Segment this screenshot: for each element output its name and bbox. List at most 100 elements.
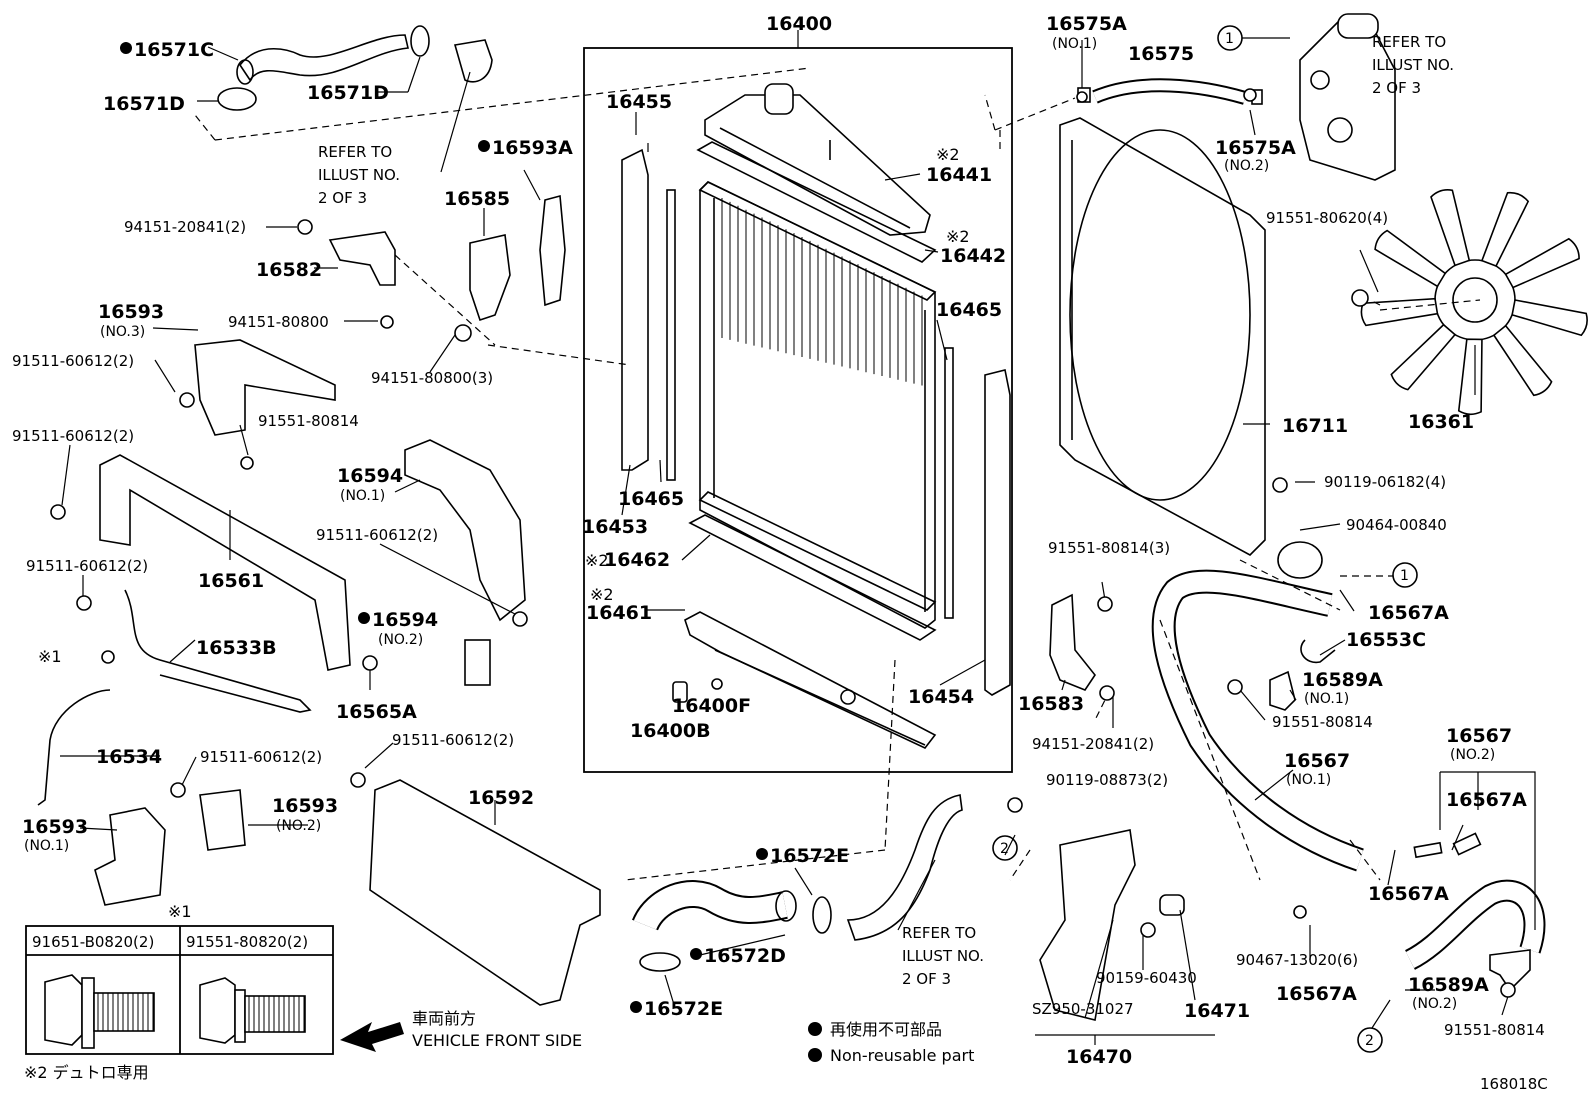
callout-16553C: 16553C — [1346, 629, 1426, 651]
callout-16400: 16400 — [766, 13, 832, 35]
svg-text:REFER TO: REFER TO — [902, 924, 976, 942]
svg-text:※2: ※2 — [946, 227, 970, 246]
circle-mark-2-left: 2 — [992, 835, 1018, 861]
svg-text:91511-60612(2): 91511-60612(2) — [200, 748, 322, 766]
svg-text:(NO.3): (NO.3) — [100, 324, 145, 340]
callout-16471: 16471 — [1184, 1000, 1250, 1022]
svg-text:94151-80800(3): 94151-80800(3) — [371, 369, 493, 387]
block-16594-no2-drawing — [464, 639, 491, 686]
svg-text:(NO.1): (NO.1) — [340, 488, 385, 504]
water-inlet-drawing — [1299, 13, 1396, 181]
svg-text:ILLUST NO.: ILLUST NO. — [1372, 56, 1454, 74]
non-reusable-dot-icon — [808, 1022, 822, 1036]
svg-text:94151-20841(2): 94151-20841(2) — [1032, 735, 1154, 753]
core-fins-hatch — [721, 198, 923, 386]
svg-text:90119-06182(4): 90119-06182(4) — [1324, 473, 1446, 491]
svg-text:91551-80620(4): 91551-80620(4) — [1266, 209, 1388, 227]
vehicle-front-indicator: 車両前方 VEHICLE FRONT SIDE — [340, 1009, 582, 1052]
callout-16575A-no2: 16575A — [1215, 137, 1296, 159]
callout-16361: 16361 — [1408, 411, 1474, 433]
callout-16533B: 16533B — [196, 637, 277, 659]
gasket-upper-drawing — [696, 141, 937, 263]
callout-16593-no1: 16593 — [22, 816, 88, 838]
svg-text:(NO.1): (NO.1) — [1286, 772, 1331, 788]
svg-text:(NO.2): (NO.2) — [378, 632, 423, 648]
svg-text:91511-60612(2): 91511-60612(2) — [12, 352, 134, 370]
side-bracket-left-drawing — [621, 148, 649, 471]
callout-16470: 16470 — [1066, 1046, 1132, 1068]
water-outlet-drawing — [453, 39, 493, 83]
callout-16575A-no1: 16575A — [1046, 13, 1127, 35]
bracket-16593-no3-drawing — [194, 339, 336, 436]
circle-mark-2-bottom: 2 — [1357, 999, 1391, 1053]
side-seal-right-drawing — [944, 347, 954, 619]
svg-text:91551-80820(2): 91551-80820(2) — [186, 933, 308, 951]
svg-text:2: 2 — [1000, 841, 1009, 857]
svg-text:※1: ※1 — [38, 647, 62, 666]
callout-16592: 16592 — [468, 787, 534, 809]
legend-box-kome1: ※1 91651-B0820(2) 91551-80820(2) — [25, 902, 334, 1055]
callout-16465-right: 16465 — [936, 299, 1002, 321]
clamp-16571D-left — [217, 87, 257, 111]
lower-outlet-pipe-drawing — [846, 794, 963, 941]
svg-text:(NO.2): (NO.2) — [1450, 747, 1495, 763]
bracket-16533B-drawing — [124, 589, 312, 713]
bracket-16585-drawing — [469, 234, 511, 322]
svg-text:Non-reusable part: Non-reusable part — [830, 1046, 974, 1065]
callout-16593A: 16593A — [492, 137, 573, 159]
footnote-kome2: ※2 デュトロ専用 — [24, 1063, 149, 1082]
bracket-16589A-no1-drawing — [1269, 670, 1296, 711]
svg-text:2 OF 3: 2 OF 3 — [1372, 79, 1421, 97]
svg-text:91551-80814(3): 91551-80814(3) — [1048, 539, 1170, 557]
reference-lines — [194, 67, 1481, 881]
refer-note-left: REFER TO ILLUST NO. 2 OF 3 — [318, 143, 400, 207]
callout-16583: 16583 — [1018, 693, 1084, 715]
svg-text:90159-60430: 90159-60430 — [1096, 969, 1197, 987]
leader-lines — [60, 40, 1536, 1045]
svg-text:2 OF 3: 2 OF 3 — [902, 970, 951, 988]
svg-text:91511-60612(2): 91511-60612(2) — [316, 526, 438, 544]
callout-16567-no2: 16567 — [1446, 725, 1512, 747]
callout-16571D-left: 16571D — [103, 93, 185, 115]
stay-16534-drawing — [37, 689, 111, 806]
callout-16534: 16534 — [96, 746, 162, 768]
svg-text:94151-80800: 94151-80800 — [228, 313, 329, 331]
svg-text:※2: ※2 — [585, 551, 609, 570]
callout-16593-no3: 16593 — [98, 301, 164, 323]
callout-16572E-lower: 16572E — [644, 998, 723, 1020]
svg-text:91511-60612(2): 91511-60612(2) — [392, 731, 514, 749]
callout-16572D: 16572D — [704, 945, 786, 967]
svg-text:90119-08873(2): 90119-08873(2) — [1046, 771, 1168, 789]
upper-hose-16571C-drawing — [239, 34, 409, 82]
callout-16465-left: 16465 — [618, 488, 684, 510]
callout-16575: 16575 — [1128, 43, 1194, 65]
callout-16461: 16461 — [586, 602, 652, 624]
svg-text:1: 1 — [1400, 568, 1409, 584]
bracket-16582-drawing — [328, 231, 396, 286]
svg-text:1: 1 — [1225, 31, 1234, 47]
callout-16565A: 16565A — [336, 701, 417, 723]
clip-16553C-drawing — [1300, 639, 1336, 664]
svg-text:VEHICLE FRONT SIDE: VEHICLE FRONT SIDE — [412, 1031, 582, 1050]
callout-16567A-right: 16567A — [1446, 789, 1527, 811]
svg-text:(NO.2): (NO.2) — [1412, 996, 1457, 1012]
callout-16567A-top: 16567A — [1368, 602, 1449, 624]
callout-16462: 16462 — [604, 549, 670, 571]
svg-text:REFER TO: REFER TO — [1372, 33, 1446, 51]
svg-text:90467-13020(6): 90467-13020(6) — [1236, 951, 1358, 969]
svg-text:※1: ※1 — [168, 902, 192, 921]
svg-text:91551-80814: 91551-80814 — [1444, 1021, 1545, 1039]
svg-text:ILLUST NO.: ILLUST NO. — [902, 947, 984, 965]
side-bracket-right-drawing — [984, 369, 1011, 696]
callout-16571C: 16571C — [134, 39, 214, 61]
svg-text:(NO.2): (NO.2) — [1224, 158, 1269, 174]
circle-mark-1-top: 1 — [1217, 25, 1290, 51]
svg-text:(NO.2): (NO.2) — [276, 818, 321, 834]
callout-labels: 16400 16571C 16571D 16571D 16455 16593A … — [22, 13, 1527, 1068]
diagram-id: 168018C — [1480, 1075, 1548, 1093]
plate-16593A-drawing — [539, 194, 566, 307]
lower-tank-drawing — [684, 611, 937, 749]
callout-16589A-no2: 16589A — [1408, 974, 1489, 996]
callout-16571D-right: 16571D — [307, 82, 389, 104]
